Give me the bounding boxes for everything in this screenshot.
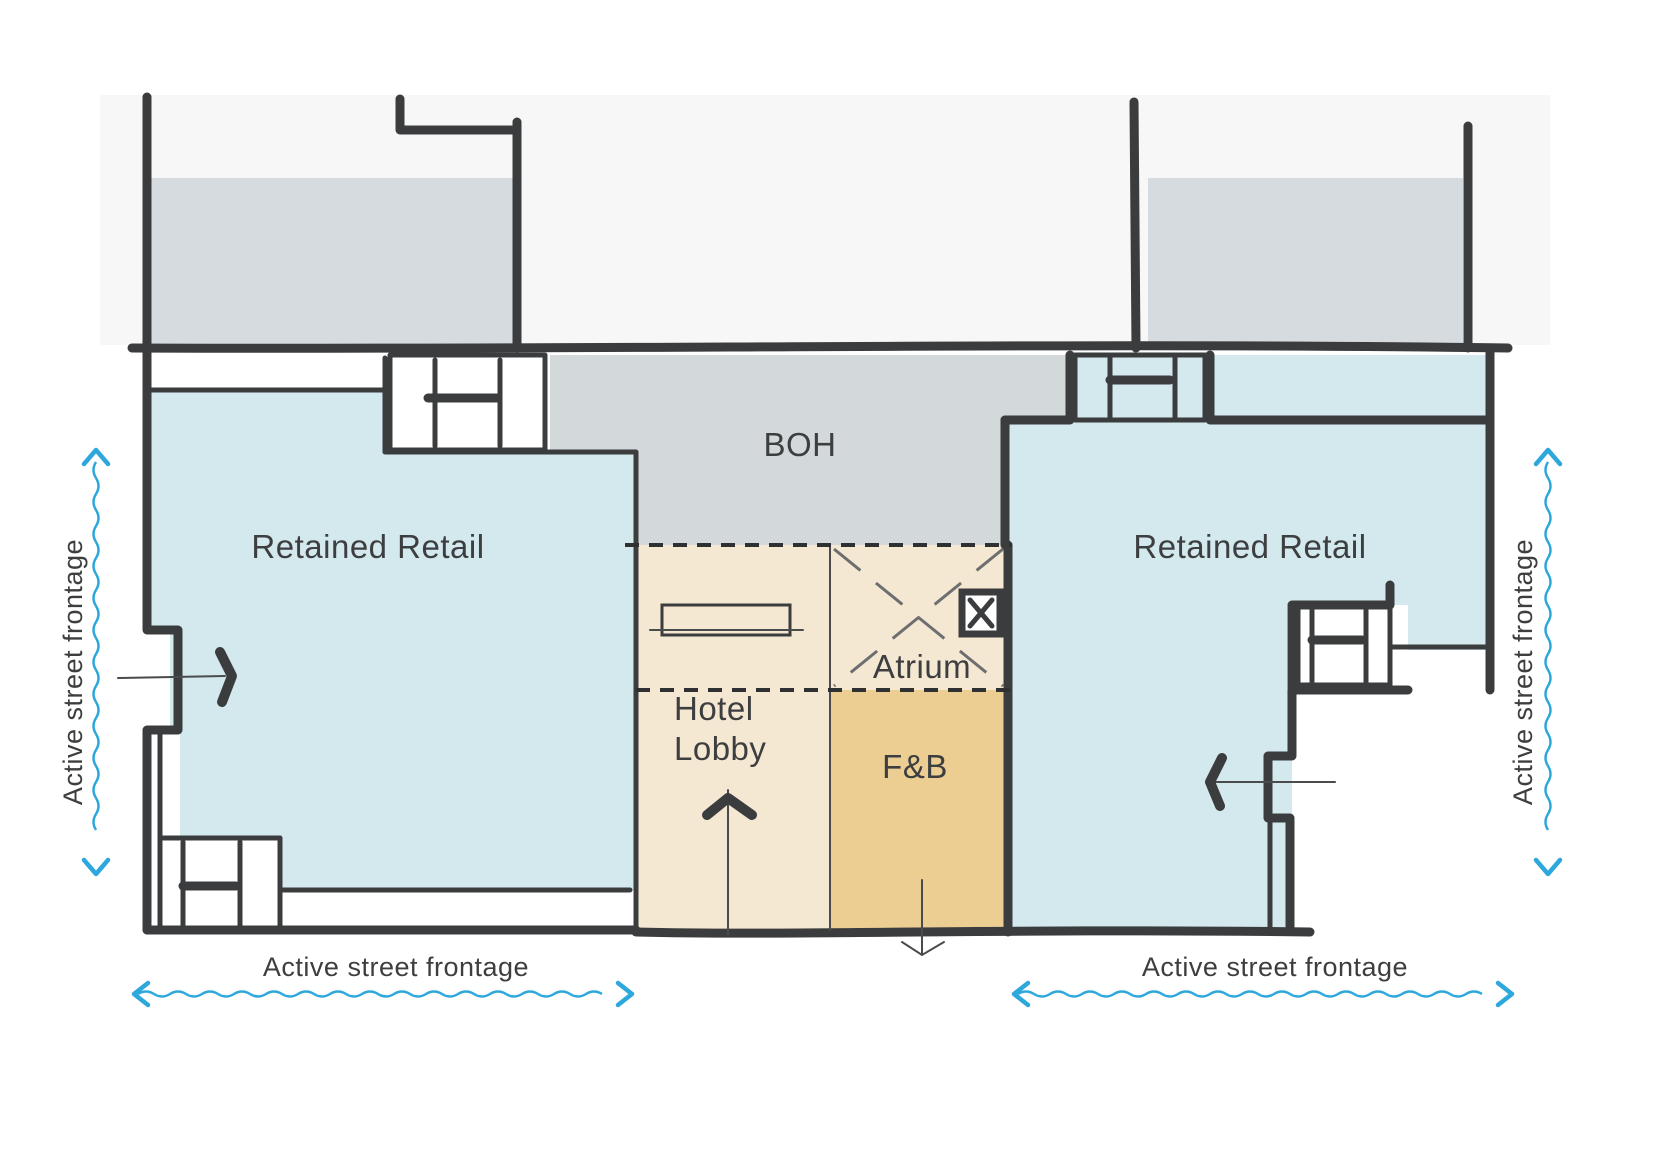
atrium-void-cross	[833, 547, 1004, 688]
boh-area	[550, 355, 1070, 545]
atrium-label: Atrium	[873, 648, 971, 685]
existing-left-outline	[142, 92, 522, 353]
frontage-bottom-left-wave	[137, 990, 603, 998]
stair-core-top-left-lines	[432, 357, 503, 449]
entry-arrow-left-head	[215, 647, 237, 707]
lobby-label-line2: Lobby	[674, 730, 766, 767]
retail-right-area	[1005, 355, 1490, 930]
frontage-bottom-right-label: Active street frontage	[1142, 952, 1408, 982]
existing-building-left	[145, 178, 517, 348]
retail-left-sill	[157, 727, 633, 893]
stair-core-bottom-left-lines	[180, 839, 243, 931]
stair-core-bottom-left	[157, 835, 283, 933]
lobby-label-line1: Hotel	[674, 690, 754, 727]
frontage-side-right-label: Active street frontage	[1508, 539, 1538, 805]
existing-right-outline	[1129, 97, 1473, 353]
corridor-top-left	[148, 355, 388, 390]
frontage-side-left-arrow-end	[81, 857, 111, 877]
entry-arrow-left-line	[117, 675, 226, 679]
frontage-side-right-arrow-end	[1533, 857, 1563, 877]
stair-core-top-right-lines	[1107, 355, 1178, 421]
frontage-side-right-arrow-start	[1533, 447, 1563, 467]
lift-cross	[967, 597, 995, 629]
frontage-bottom-left-arrow-start	[131, 980, 151, 1008]
frontage-bottom-right: Active street frontage	[1011, 952, 1515, 1008]
top-wall	[127, 341, 1513, 353]
frontage-bottom-right-arrow-end	[1495, 980, 1515, 1008]
retail-right-label: Retained Retail	[1133, 528, 1366, 565]
frontage-side-left-wave	[92, 461, 100, 831]
entry-arrow-lobby-head	[702, 793, 757, 820]
existing-building-right	[1148, 178, 1463, 348]
fnb-label: F&B	[882, 748, 948, 785]
reception-desk	[660, 603, 792, 637]
frontage-bottom-left-label: Active street frontage	[263, 952, 529, 982]
fnb-area	[830, 690, 1006, 930]
frontage-bottom-left: Active street frontage	[131, 952, 635, 1008]
stair-core-top-left	[387, 352, 548, 453]
stair-core-right-lines	[1309, 607, 1369, 685]
frontage-side-left-arrow-start	[81, 447, 111, 467]
fnb-exit-arrow-head	[901, 941, 945, 957]
retail-right-strip	[1210, 355, 1490, 425]
boh-label: BOH	[763, 426, 836, 463]
frontage-bottom-right-arrow-start	[1011, 980, 1031, 1008]
retail-right-wall	[1000, 343, 1495, 695]
entry-arrow-right-head	[1205, 753, 1227, 811]
corridor-bottom-left	[280, 890, 636, 920]
stair-core-top-right	[1072, 352, 1208, 423]
frontage-bottom-right-wave	[1017, 990, 1483, 998]
frontage-side-right: Active street frontage	[1508, 447, 1563, 877]
retail-left-area	[148, 390, 636, 890]
retail-left-wall	[142, 343, 183, 935]
frontage-side-right-wave	[1544, 461, 1552, 831]
frontage-bottom-left-arrow-end	[615, 980, 635, 1008]
frontage-side-left: Active street frontage	[58, 447, 111, 877]
frontage-side-left-label: Active street frontage	[58, 539, 88, 805]
retail-left-label: Retained Retail	[251, 528, 484, 565]
